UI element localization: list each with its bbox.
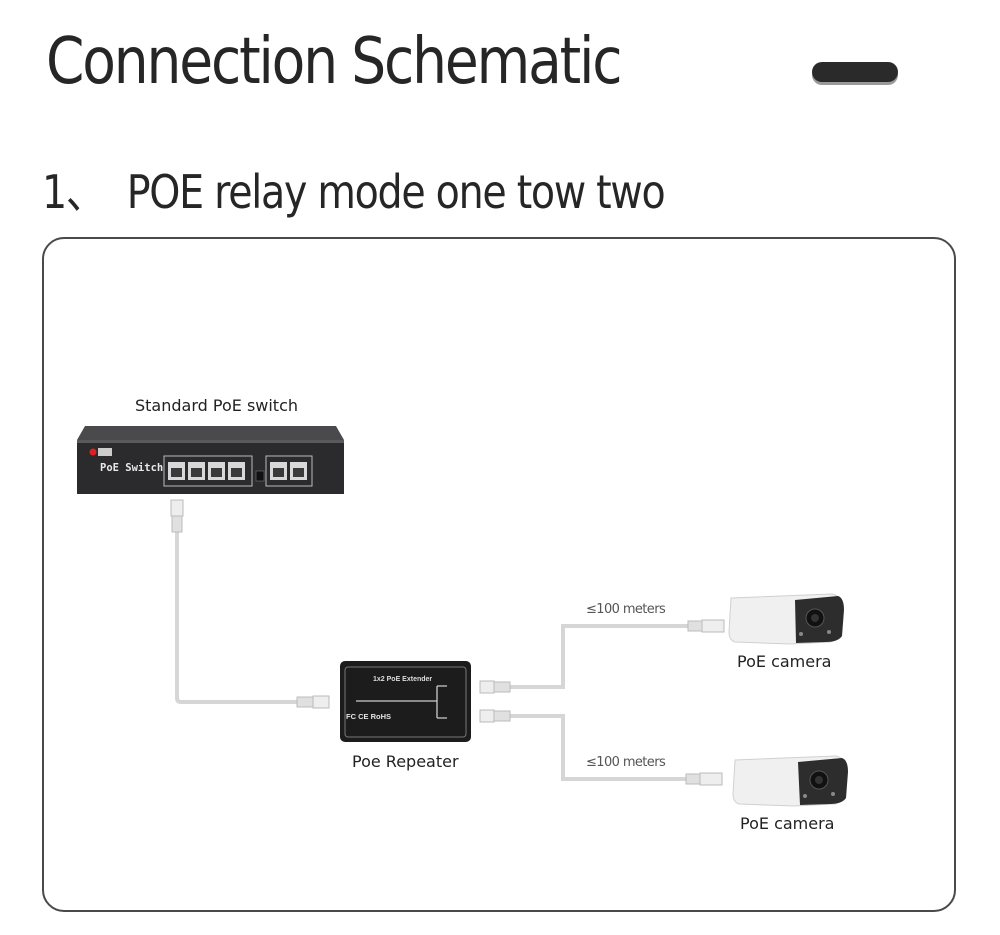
title-decoration-bar [812,62,898,82]
repeater-device-text: 1x2 PoE Extender [373,676,433,683]
cable-repeater-to-camera-2 [510,714,700,781]
section-number: 1、 [42,165,105,219]
camera-2-distance: ≤100 meters [586,755,666,770]
switch-device-text: PoE Switch [100,462,164,474]
section-heading: 1、 POE relay mode one tow two [42,162,666,222]
camera-1-label: PoE camera [737,652,832,671]
cable-repeater-to-camera-1 [510,624,690,689]
rj45-plug-repeater-out-1 [479,680,511,694]
poe-switch-device [77,426,344,494]
section-title: POE relay mode one tow two [126,165,666,219]
camera-2-label: PoE camera [740,814,835,833]
rj45-plug-repeater-out-2 [479,709,511,723]
poe-repeater-device [340,661,471,742]
rj45-plug-switch [170,499,184,533]
poe-camera-2-device [732,755,848,807]
rj45-plug-repeater-in [296,695,330,709]
diagram-frame [42,237,956,912]
rj45-plug-camera-1 [687,619,725,633]
rj45-plug-camera-2 [685,772,723,786]
camera-1-distance: ≤100 meters [586,602,666,617]
repeater-label: Poe Repeater [352,752,459,771]
power-led-icon [89,448,97,456]
page-title: Connection Schematic [46,25,622,99]
cable-switch-to-repeater [175,530,300,704]
repeater-cert-text: FC CE RoHS [346,712,391,721]
poe-camera-1-device [728,593,844,645]
switch-label: Standard PoE switch [135,396,299,415]
